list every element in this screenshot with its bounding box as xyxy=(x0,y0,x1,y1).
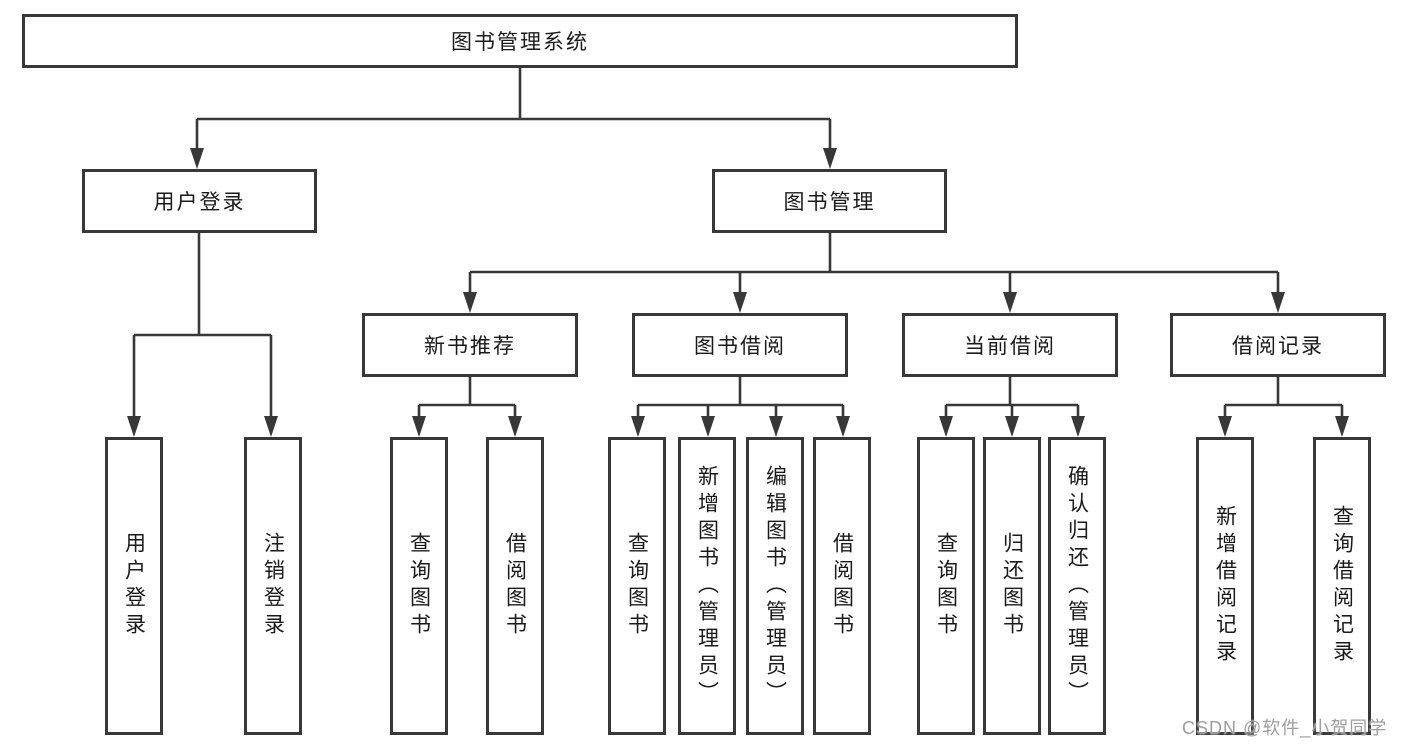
leaf-label: 注销登录 xyxy=(261,532,285,640)
arrowhead-icon xyxy=(264,416,278,437)
arrowhead-icon xyxy=(463,292,477,313)
connector-borrowrecords-to-leaves xyxy=(1223,377,1344,420)
leaf-label: 查询图书 xyxy=(934,532,958,640)
arrowhead-icon xyxy=(1003,292,1017,313)
leaf-borrow-add-books-admin: 新增图书（管理员） xyxy=(678,437,736,735)
leaf-label: 新增借阅记录 xyxy=(1213,505,1237,667)
arrowhead-icon xyxy=(823,148,837,169)
node-borrow-records: 借阅记录 xyxy=(1170,313,1386,377)
arrowhead-icon xyxy=(1335,416,1349,437)
leaf-label: 确认归还（管理员） xyxy=(1065,464,1089,708)
arrowhead-icon xyxy=(1271,292,1285,313)
leaf-borrow-edit-books-admin: 编辑图书（管理员） xyxy=(746,437,804,735)
connector-userlogin-to-leaves xyxy=(132,233,273,420)
leaf-current-confirm-return-admin: 确认归还（管理员） xyxy=(1048,437,1106,735)
leaf-records-add-record: 新增借阅记录 xyxy=(1196,437,1254,735)
arrowhead-icon xyxy=(508,416,522,437)
leaf-logout: 注销登录 xyxy=(244,437,302,735)
leaf-label: 查询图书 xyxy=(407,532,431,640)
arrowhead-icon xyxy=(190,148,204,169)
arrowhead-icon xyxy=(1005,416,1019,437)
leaf-label: 查询借阅记录 xyxy=(1330,505,1354,667)
connector-root-to-level2 xyxy=(195,68,832,150)
arrowhead-icon xyxy=(701,416,715,437)
leaf-label: 新增图书（管理员） xyxy=(695,464,719,708)
node-current-borrow: 当前借阅 xyxy=(902,313,1118,377)
leaf-borrow-borrow-books: 借阅图书 xyxy=(813,437,871,735)
arrowhead-icon xyxy=(1071,416,1085,437)
leaf-records-query-record: 查询借阅记录 xyxy=(1313,437,1371,735)
arrowhead-icon xyxy=(1218,416,1232,437)
connector-newbooks-to-leaves xyxy=(417,377,517,420)
leaf-label: 编辑图书（管理员） xyxy=(763,464,787,708)
arrowhead-icon xyxy=(836,416,850,437)
leaf-current-return-books: 归还图书 xyxy=(983,437,1041,735)
arrowhead-icon xyxy=(631,416,645,437)
connector-currentborrow-to-leaves xyxy=(944,377,1080,420)
connector-bookmgmt-to-level3 xyxy=(468,233,1280,294)
arrowhead-icon xyxy=(127,416,141,437)
node-book-management: 图书管理 xyxy=(712,169,947,233)
arrowhead-icon xyxy=(769,416,783,437)
leaf-newbooks-borrow-books: 借阅图书 xyxy=(486,437,544,735)
arrowhead-icon xyxy=(939,416,953,437)
leaf-current-query-books: 查询图书 xyxy=(917,437,975,735)
node-new-book-recommend: 新书推荐 xyxy=(362,313,578,377)
arrowhead-icon xyxy=(412,416,426,437)
leaf-label: 借阅图书 xyxy=(503,532,527,640)
connector-bookborrow-to-leaves xyxy=(636,377,845,420)
leaf-label: 归还图书 xyxy=(1000,532,1024,640)
node-book-borrow: 图书借阅 xyxy=(632,313,848,377)
arrowhead-icon xyxy=(733,292,747,313)
arrowheads xyxy=(127,148,1349,437)
node-root-system: 图书管理系统 xyxy=(22,14,1018,68)
node-user-login: 用户登录 xyxy=(82,169,317,233)
leaf-newbooks-query-books: 查询图书 xyxy=(390,437,448,735)
csdn-watermark: CSDN @软件_小贺同学 xyxy=(1182,718,1388,738)
leaf-user-login: 用户登录 xyxy=(105,437,163,735)
leaf-label: 查询图书 xyxy=(625,532,649,640)
leaf-label: 用户登录 xyxy=(122,532,146,640)
leaf-borrow-query-books: 查询图书 xyxy=(608,437,666,735)
leaf-label: 借阅图书 xyxy=(830,532,854,640)
